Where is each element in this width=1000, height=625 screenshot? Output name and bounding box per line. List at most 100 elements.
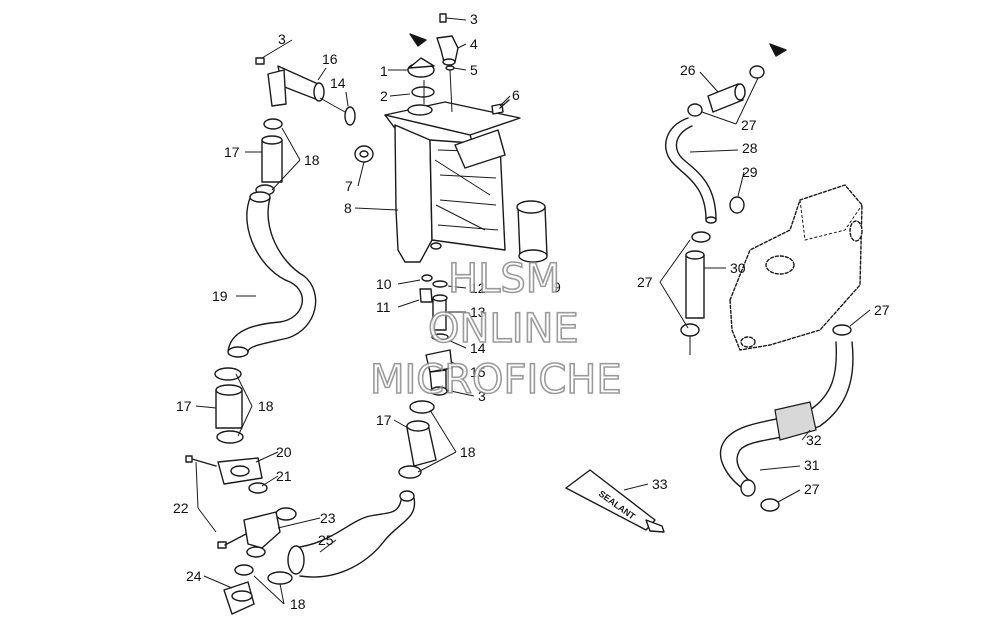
callout: 16 xyxy=(322,51,338,67)
callout: 6 xyxy=(512,87,520,103)
gasket-lower xyxy=(275,507,297,521)
callout: 20 xyxy=(276,444,292,460)
watermark-line-1: HLSM xyxy=(448,256,560,302)
callout: 15 xyxy=(470,364,486,380)
flange-fitting xyxy=(217,457,263,485)
clamp xyxy=(687,103,703,117)
hose-clamp xyxy=(216,430,244,444)
direction-arrow xyxy=(409,33,427,47)
clamp xyxy=(749,65,765,79)
callout: 29 xyxy=(742,164,758,180)
o-ring-elbow xyxy=(344,106,356,126)
short-hose-right xyxy=(406,420,437,467)
hose-clamp xyxy=(398,465,422,479)
callout: 27 xyxy=(741,117,757,133)
direction-arrow xyxy=(769,43,787,57)
watermark: HLSM ONLINE MICROFICHE xyxy=(369,255,622,404)
callout: 18 xyxy=(304,152,320,168)
short-hose xyxy=(261,135,283,183)
callout: 18 xyxy=(290,596,306,612)
callout: 28 xyxy=(742,140,758,156)
screw xyxy=(439,13,447,23)
filler-cap xyxy=(407,57,435,78)
callout: 17 xyxy=(376,412,392,428)
callout: 24 xyxy=(186,568,202,584)
curved-coolant-hose xyxy=(227,191,317,358)
outlet-fitting xyxy=(425,349,453,396)
callout: 1 xyxy=(380,63,388,79)
short-hose-mid xyxy=(215,384,243,429)
callout-labels: 3 16 14 17 18 7 8 1 2 3 4 5 6 9 10 11 12… xyxy=(173,11,890,612)
callout: 18 xyxy=(258,398,274,414)
callout: 26 xyxy=(680,62,696,78)
callout: 18 xyxy=(460,444,476,460)
hose-end-fitting xyxy=(223,564,255,615)
washer xyxy=(421,274,433,282)
straight-hose xyxy=(685,250,705,319)
hose-clamp xyxy=(263,118,283,130)
callout: 31 xyxy=(804,457,820,473)
callout: 14 xyxy=(330,75,346,91)
callout: 3 xyxy=(278,31,286,47)
bolt-lower xyxy=(217,533,247,549)
callout: 9 xyxy=(553,279,561,295)
callout: 2 xyxy=(380,88,388,104)
clamp xyxy=(691,231,711,243)
seal xyxy=(432,280,448,288)
leader-lines xyxy=(195,17,871,605)
callout: 30 xyxy=(730,260,746,276)
callout: 17 xyxy=(176,398,192,414)
callout: 11 xyxy=(376,299,391,315)
callout: 27 xyxy=(804,481,820,497)
hose-clamp xyxy=(409,400,435,414)
callout: 33 xyxy=(652,476,668,492)
callout: 13 xyxy=(470,304,486,320)
callout: 25 xyxy=(318,532,334,548)
sealant-tube: SEALANT xyxy=(565,469,665,533)
callout: 27 xyxy=(637,274,653,290)
cap-gasket xyxy=(411,86,435,98)
grommet xyxy=(354,145,374,163)
callout: 32 xyxy=(806,432,822,448)
bolt xyxy=(185,455,217,467)
callout: 3 xyxy=(478,388,486,404)
callout: 10 xyxy=(376,276,392,292)
callout: 27 xyxy=(874,302,890,318)
watermark-line-2: ONLINE xyxy=(428,306,579,352)
callout: 21 xyxy=(276,468,292,484)
hose-clamp xyxy=(267,571,293,585)
callout: 17 xyxy=(224,144,240,160)
coolant-return-hose xyxy=(719,341,854,497)
callout: 12 xyxy=(470,280,486,296)
callout: 8 xyxy=(344,200,352,216)
lower-coolant-hose xyxy=(287,490,416,578)
callout: 19 xyxy=(212,288,228,304)
clamp xyxy=(760,498,780,512)
upper-elbow-hose xyxy=(267,65,325,107)
watermark-line-3: MICROFICHE xyxy=(370,357,622,403)
elbow-fitting xyxy=(436,35,459,66)
clamp xyxy=(832,324,852,336)
clamp xyxy=(680,323,700,337)
o-ring xyxy=(445,65,455,71)
grommet-right xyxy=(729,196,745,214)
drain-plug xyxy=(419,288,433,303)
screw-upper-left xyxy=(255,57,265,65)
callout: 4 xyxy=(470,36,478,52)
vent-hose xyxy=(707,83,746,113)
lower-elbow-fitting xyxy=(243,511,281,558)
callout: 22 xyxy=(173,500,189,516)
callout: 7 xyxy=(345,178,353,194)
callout: 3 xyxy=(470,11,478,27)
reservoir-tank xyxy=(384,101,521,263)
mounting-screw xyxy=(491,99,510,115)
overflow-hose xyxy=(665,117,717,224)
callout: 23 xyxy=(320,510,336,526)
callout: 14 xyxy=(470,340,486,356)
hose-clamp xyxy=(214,367,242,381)
callout: 5 xyxy=(470,62,478,78)
o-ring-lower xyxy=(431,333,449,341)
engine-housing xyxy=(729,184,863,351)
